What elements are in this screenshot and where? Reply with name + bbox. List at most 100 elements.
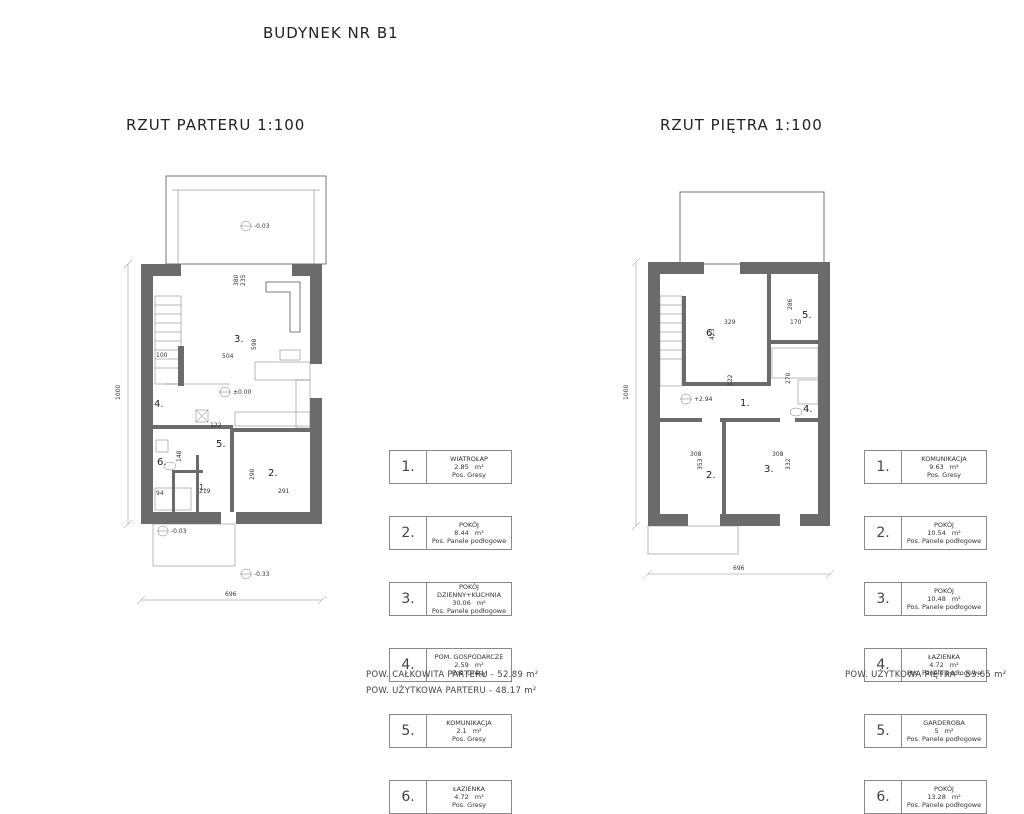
room-finish: Pos. Panele podłogowe (431, 537, 507, 545)
upper-usable-area: POW. UŻYTKOWA PIĘTRA - 53.65 m² (845, 670, 1007, 680)
room-number: 4. (389, 648, 427, 682)
row-gap (865, 550, 987, 583)
room-finish: Pos. Panele podłogowe (906, 603, 982, 611)
room-area-unit: m² (476, 599, 486, 607)
row-gap-cell (865, 484, 987, 517)
row-gap (390, 550, 512, 583)
room-area-unit: m² (474, 661, 484, 669)
upper-floor-title: RZUT PIĘTRA 1:100 (660, 116, 823, 134)
room-number: 2. (389, 516, 427, 550)
ground-room-3-label: 3. (234, 334, 244, 345)
room-number: 5. (389, 714, 427, 748)
row-gap (865, 616, 987, 649)
room-finish: Pos. Panele podłogowe (906, 801, 982, 809)
upper-bay (647, 525, 739, 555)
upper-dim-413: 413 (709, 328, 716, 340)
ground-level: -0.33 (254, 571, 270, 578)
upper-bath-fixtures (771, 347, 819, 417)
upper-room-6-label: 6. (706, 328, 716, 339)
balcony (679, 191, 825, 265)
upper-dim-308b: 308 (772, 451, 784, 458)
room-area-value: 9.63 (929, 463, 944, 471)
room-number: 5. (864, 714, 902, 748)
room-area-value: 8.44 (454, 529, 469, 537)
ground-room-6-label: 6. (157, 457, 167, 468)
room-number: 3. (389, 582, 427, 616)
room-area-unit: m² (944, 727, 954, 735)
upper-dim-122: 122 (727, 374, 734, 386)
dim-94: 94 (156, 490, 164, 497)
room-area-unit: m² (949, 463, 959, 471)
room-name: POKÓJ (934, 587, 954, 595)
ground-usable-area: POW. UŻYTKOWA PARTERU - 48.17 m² (366, 686, 537, 696)
row-gap-cell (865, 682, 987, 715)
entry-level: -0.03 (171, 528, 187, 535)
row-gap-cell (390, 748, 512, 781)
row-gap-cell (865, 748, 987, 781)
room-number: 1. (389, 450, 427, 484)
room-finish: Pos. Panele podłogowe (431, 607, 507, 615)
row-gap-cell (390, 616, 512, 649)
room-area-value: 4.72 (454, 793, 469, 801)
upper-room-4-label: 4. (803, 404, 813, 415)
room-area-value: 2.1 (456, 727, 467, 735)
room-finish: Pos. Gresy (452, 801, 486, 809)
room-name: POKÓJ (934, 785, 954, 793)
room-area-unit: m² (474, 463, 484, 471)
room-name: POKÓJ (934, 521, 954, 529)
upper-floor-plan: 1000 696 6. 5. 4. 1. 2. 3. +2.94 329 413… (623, 191, 835, 579)
room-name: GARDEROBA (923, 719, 965, 727)
upper-room-5-label: 5. (802, 310, 812, 321)
room-area-unit: m² (951, 793, 961, 801)
dim-100: 100 (156, 352, 168, 359)
row-gap-cell (390, 550, 512, 583)
room-name: POKÓJ DZIENNY+KUCHNIA (436, 583, 502, 599)
upper-dimensions: 1000 696 (623, 257, 835, 579)
ground-room-1-label: 1. (199, 483, 207, 492)
room-finish: Pos. Gresy (927, 471, 961, 479)
ground-room-4-label: 4. (154, 399, 164, 410)
upper-dim-329: 329 (724, 319, 736, 326)
upper-room-1-label: 1. (740, 398, 750, 409)
upper-dim-286: 286 (787, 298, 794, 310)
upper-stairs (659, 295, 686, 387)
room-area-value: 13.28 (927, 793, 946, 801)
upper-dim-353: 353 (697, 458, 704, 470)
row-gap (865, 484, 987, 517)
ground-dimensions: 1000 696 (115, 259, 327, 605)
terrace: -0.03 (165, 175, 327, 265)
room-area-value: 5 (934, 727, 939, 735)
room-area: 9.63 m² (902, 463, 986, 471)
room-area-value: 30.06 (452, 599, 471, 607)
room-finish: Pos. Gresy (452, 471, 486, 479)
ground-walls (141, 264, 322, 524)
terrace-level: -0.03 (254, 223, 270, 230)
floor-level: ±0.00 (233, 389, 252, 396)
upper-dim-308a: 308 (690, 451, 702, 458)
row-gap-cell (865, 550, 987, 583)
upper-dim-270: 270 (785, 372, 792, 384)
row-gap-cell (390, 484, 512, 517)
upper-width-dim: 696 (733, 565, 745, 572)
room-name: KOMUNIKACJA (446, 719, 492, 727)
